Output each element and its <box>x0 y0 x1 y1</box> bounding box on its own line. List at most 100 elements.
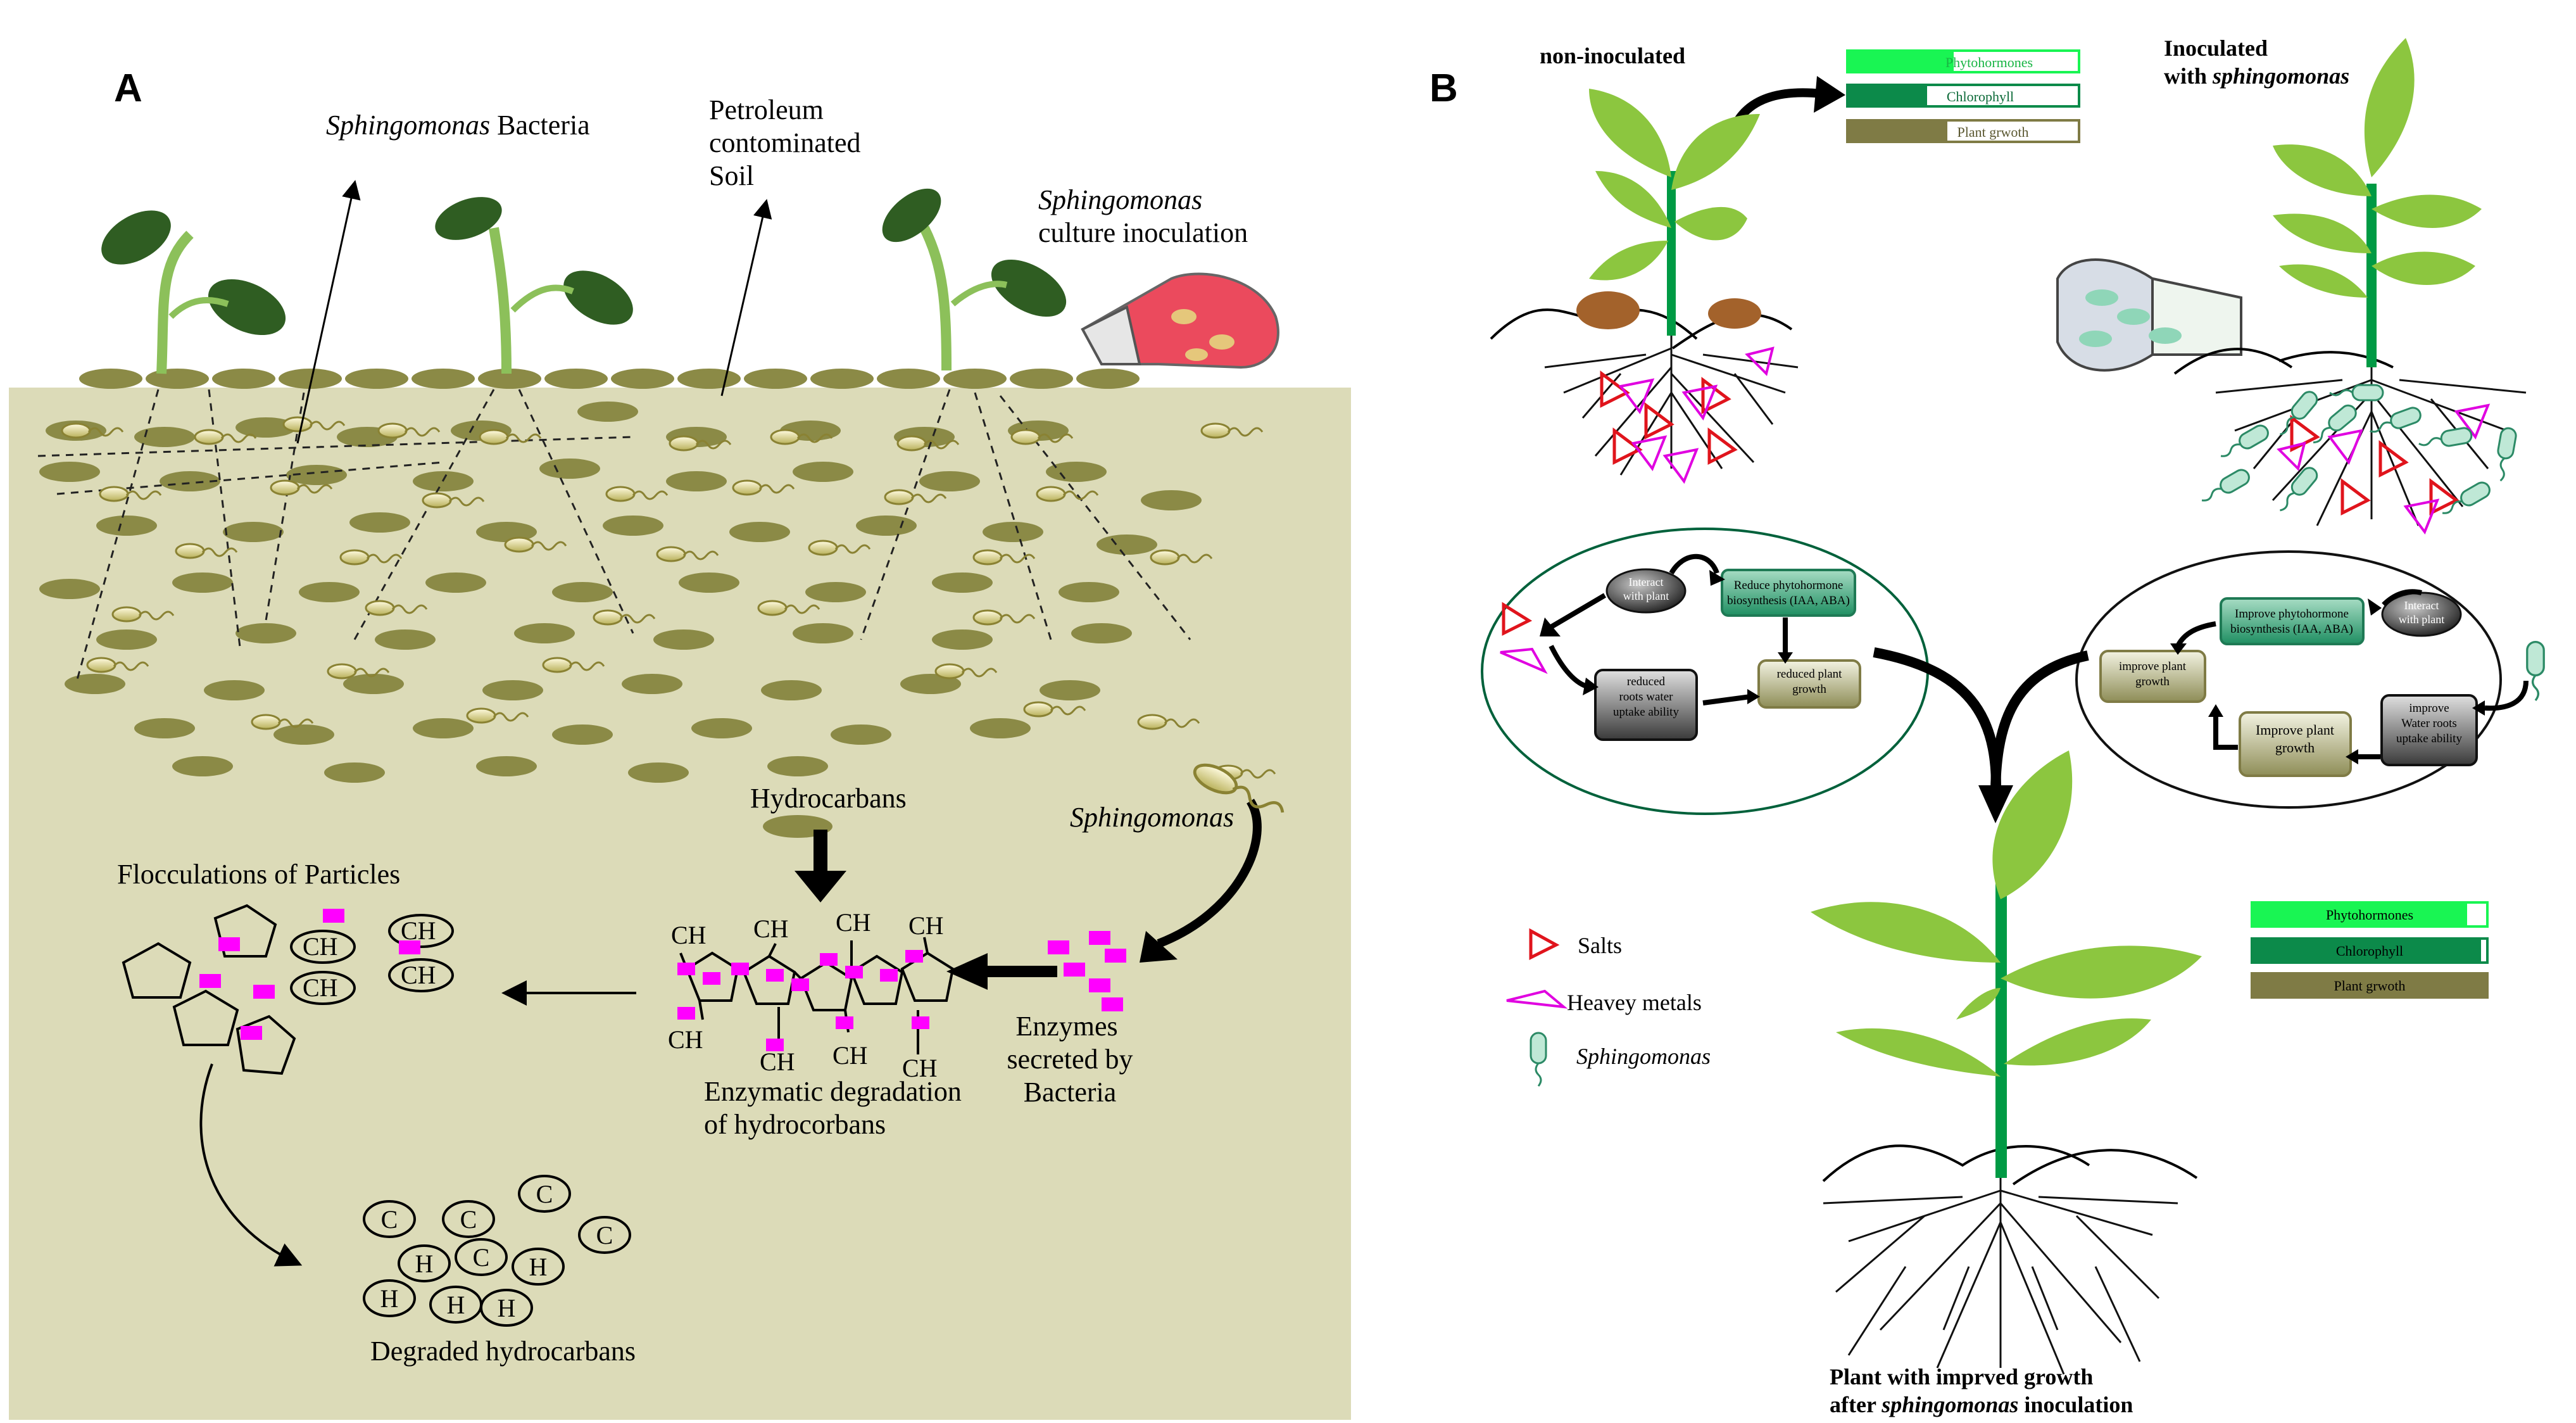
right-water-2: Water roots <box>2401 717 2457 730</box>
seedling-1 <box>101 210 286 374</box>
left-reduce-1: Reduce phytohormone <box>1734 579 1844 592</box>
flocculation-label: Flocculations of Particles <box>117 859 400 890</box>
left-roots-2: roots water <box>1619 690 1674 704</box>
bottom-caption-2: after sphingomonas inoculation <box>1830 1392 2133 1417</box>
soil-label-2: contominated <box>709 127 861 158</box>
culture-label-rest: culture inoculation <box>1038 217 1248 248</box>
bacteria-label-italic: Sphingomonas <box>326 110 490 141</box>
bottom-caption-after: after <box>1830 1392 1882 1417</box>
bar-top-phyto-label: Phytohormones <box>1945 54 2033 70</box>
enzymes-label-3: Bacteria <box>1024 1077 1117 1108</box>
sphingomonas-side-label: Sphingomonas <box>1070 802 1234 833</box>
legend-metal-icon <box>1506 989 1568 1009</box>
improved-plant <box>1811 750 2202 1375</box>
root-bacteria <box>2197 384 2518 521</box>
bar-top-chloro-label: Chlorophyll <box>1947 89 2014 104</box>
right-converge-arrow <box>1990 650 2089 805</box>
soil-label-1: Petroleum <box>709 94 824 125</box>
left-growth-1: reduced plant <box>1777 667 1843 681</box>
inoculated-with: with <box>2164 63 2213 89</box>
floc-ch-3: CH <box>303 973 338 1002</box>
left-reduce-2: biosynthesis (IAA, ABA) <box>1727 594 1850 607</box>
degraded-arrow <box>199 1063 303 1267</box>
legend-sphingo: Sphingomonas <box>1576 1044 1711 1069</box>
deg-h-2: H <box>529 1253 548 1281</box>
right-growth-1: Improve plant <box>2256 722 2334 738</box>
culture-label-italic: Sphingomonas <box>1038 184 1202 215</box>
legend: Salts Heavey metals Sphingomonas <box>1506 928 1711 1087</box>
chain-ch-labels: CH CH CH CH CH CH CH CH <box>668 908 944 1082</box>
soil-label-3: Soil <box>709 160 754 191</box>
surface-particles <box>79 369 1140 389</box>
enzymes-label-2: secreted by <box>1007 1044 1133 1075</box>
bottom-caption-1: Plant with imprved growth <box>1830 1364 2093 1389</box>
bacteria-curve-arrow <box>1157 799 1262 948</box>
legend-metals: Heavey metals <box>1567 990 1702 1015</box>
chain-ch-5: CH <box>668 1025 703 1054</box>
enzymatic-label-1: Enzymatic degradation <box>704 1076 962 1107</box>
inoculated-label-2: with sphingomonas <box>2164 63 2349 89</box>
flocculation-enzymes <box>199 909 420 1040</box>
non-inoculated-label: non-inoculated <box>1540 43 1685 68</box>
bacteria-label: Sphingomonas Bacteria <box>326 110 590 141</box>
chain-enzymes <box>677 950 929 1051</box>
bottom-caption-end: inoculation <box>2018 1392 2133 1417</box>
inoculated-plant <box>2173 38 2527 535</box>
floc-ch-2: CH <box>401 916 436 945</box>
flocculation-ch-labels: CH CH CH CH <box>303 916 436 1002</box>
left-interact-1: Interact <box>1629 576 1664 588</box>
bar-top-growth-label: Plant grwoth <box>1957 124 2028 140</box>
chain-ch-1: CH <box>671 921 707 949</box>
bar-bottom-growth-label: Plant grwoth <box>2334 978 2405 994</box>
soil-particles <box>39 402 1202 838</box>
right-growth-2: growth <box>2275 740 2315 756</box>
right-phyto-1: Improve phytohormone <box>2235 607 2349 621</box>
right-phyto-2: biosynthesis (IAA, ABA) <box>2230 623 2353 636</box>
right-small-growth-2: growth <box>2135 675 2170 688</box>
panel-b-letter: B <box>1429 66 1458 110</box>
converge-arrowhead <box>1978 785 2013 823</box>
bottom-caption-italic: sphingomonas <box>1881 1392 2018 1417</box>
enzymes-label-1: Enzymes <box>1015 1011 1117 1042</box>
hydrocarbons-label: Hydrocarbans <box>750 783 907 814</box>
degraded-letters: C C C C H C H H H H <box>380 1180 613 1322</box>
legend-salt-icon <box>1529 928 1560 961</box>
top-curved-arrowhead <box>1814 76 1845 113</box>
chain-ch-4: CH <box>908 911 944 940</box>
bar-bottom-chloro-label: Chlorophyll <box>2336 943 2403 959</box>
right-interact-2: with plant <box>2399 613 2445 626</box>
culture-flask-icon <box>1081 272 1279 369</box>
chain-ch-7: CH <box>832 1041 868 1070</box>
degraded-circles <box>363 1175 631 1327</box>
seedling-3 <box>882 188 1067 371</box>
deg-c-1: C <box>381 1205 398 1234</box>
bar-bottom-phyto-label: Phytohormones <box>2326 907 2413 923</box>
left-converge-arrow <box>1873 647 2001 805</box>
deg-h-5: H <box>498 1294 516 1322</box>
left-roots-1: reduced <box>1627 675 1666 688</box>
right-water-1: improve <box>2409 702 2449 715</box>
deg-c-3: C <box>536 1180 553 1208</box>
left-roots-3: uptake ability <box>1613 705 1679 719</box>
panel-b: B non-inoculated Inoculated with sphingo… <box>1429 35 2545 1417</box>
floc-ch-1: CH <box>303 932 338 961</box>
flocculation-ch-ovals <box>290 914 454 1005</box>
chain-ch-6: CH <box>760 1047 795 1076</box>
right-cycle: Interact with plant Improve phytohormone… <box>2075 550 2545 809</box>
right-interact-1: Interact <box>2404 599 2439 612</box>
chain-ch-2: CH <box>753 914 789 943</box>
deg-h-1: H <box>415 1249 434 1278</box>
non-inoculated-plant <box>1490 89 1799 484</box>
inoculated-italic: sphingomonas <box>2212 63 2349 89</box>
label-arrows <box>296 180 772 444</box>
legend-sphingo-icon <box>1530 1032 1547 1087</box>
panel-a-letter: A <box>114 66 142 110</box>
inoculation-flask-icon <box>2056 258 2242 372</box>
degraded-label: Degraded hydrocarbans <box>370 1336 636 1367</box>
enzymes-left-arrow <box>946 953 1057 990</box>
seedling-2 <box>435 197 633 374</box>
chain-ch-3: CH <box>836 908 871 937</box>
left-interact-2: with plant <box>1623 590 1669 602</box>
enzymatic-label-2: of hydrocorbans <box>704 1109 886 1140</box>
